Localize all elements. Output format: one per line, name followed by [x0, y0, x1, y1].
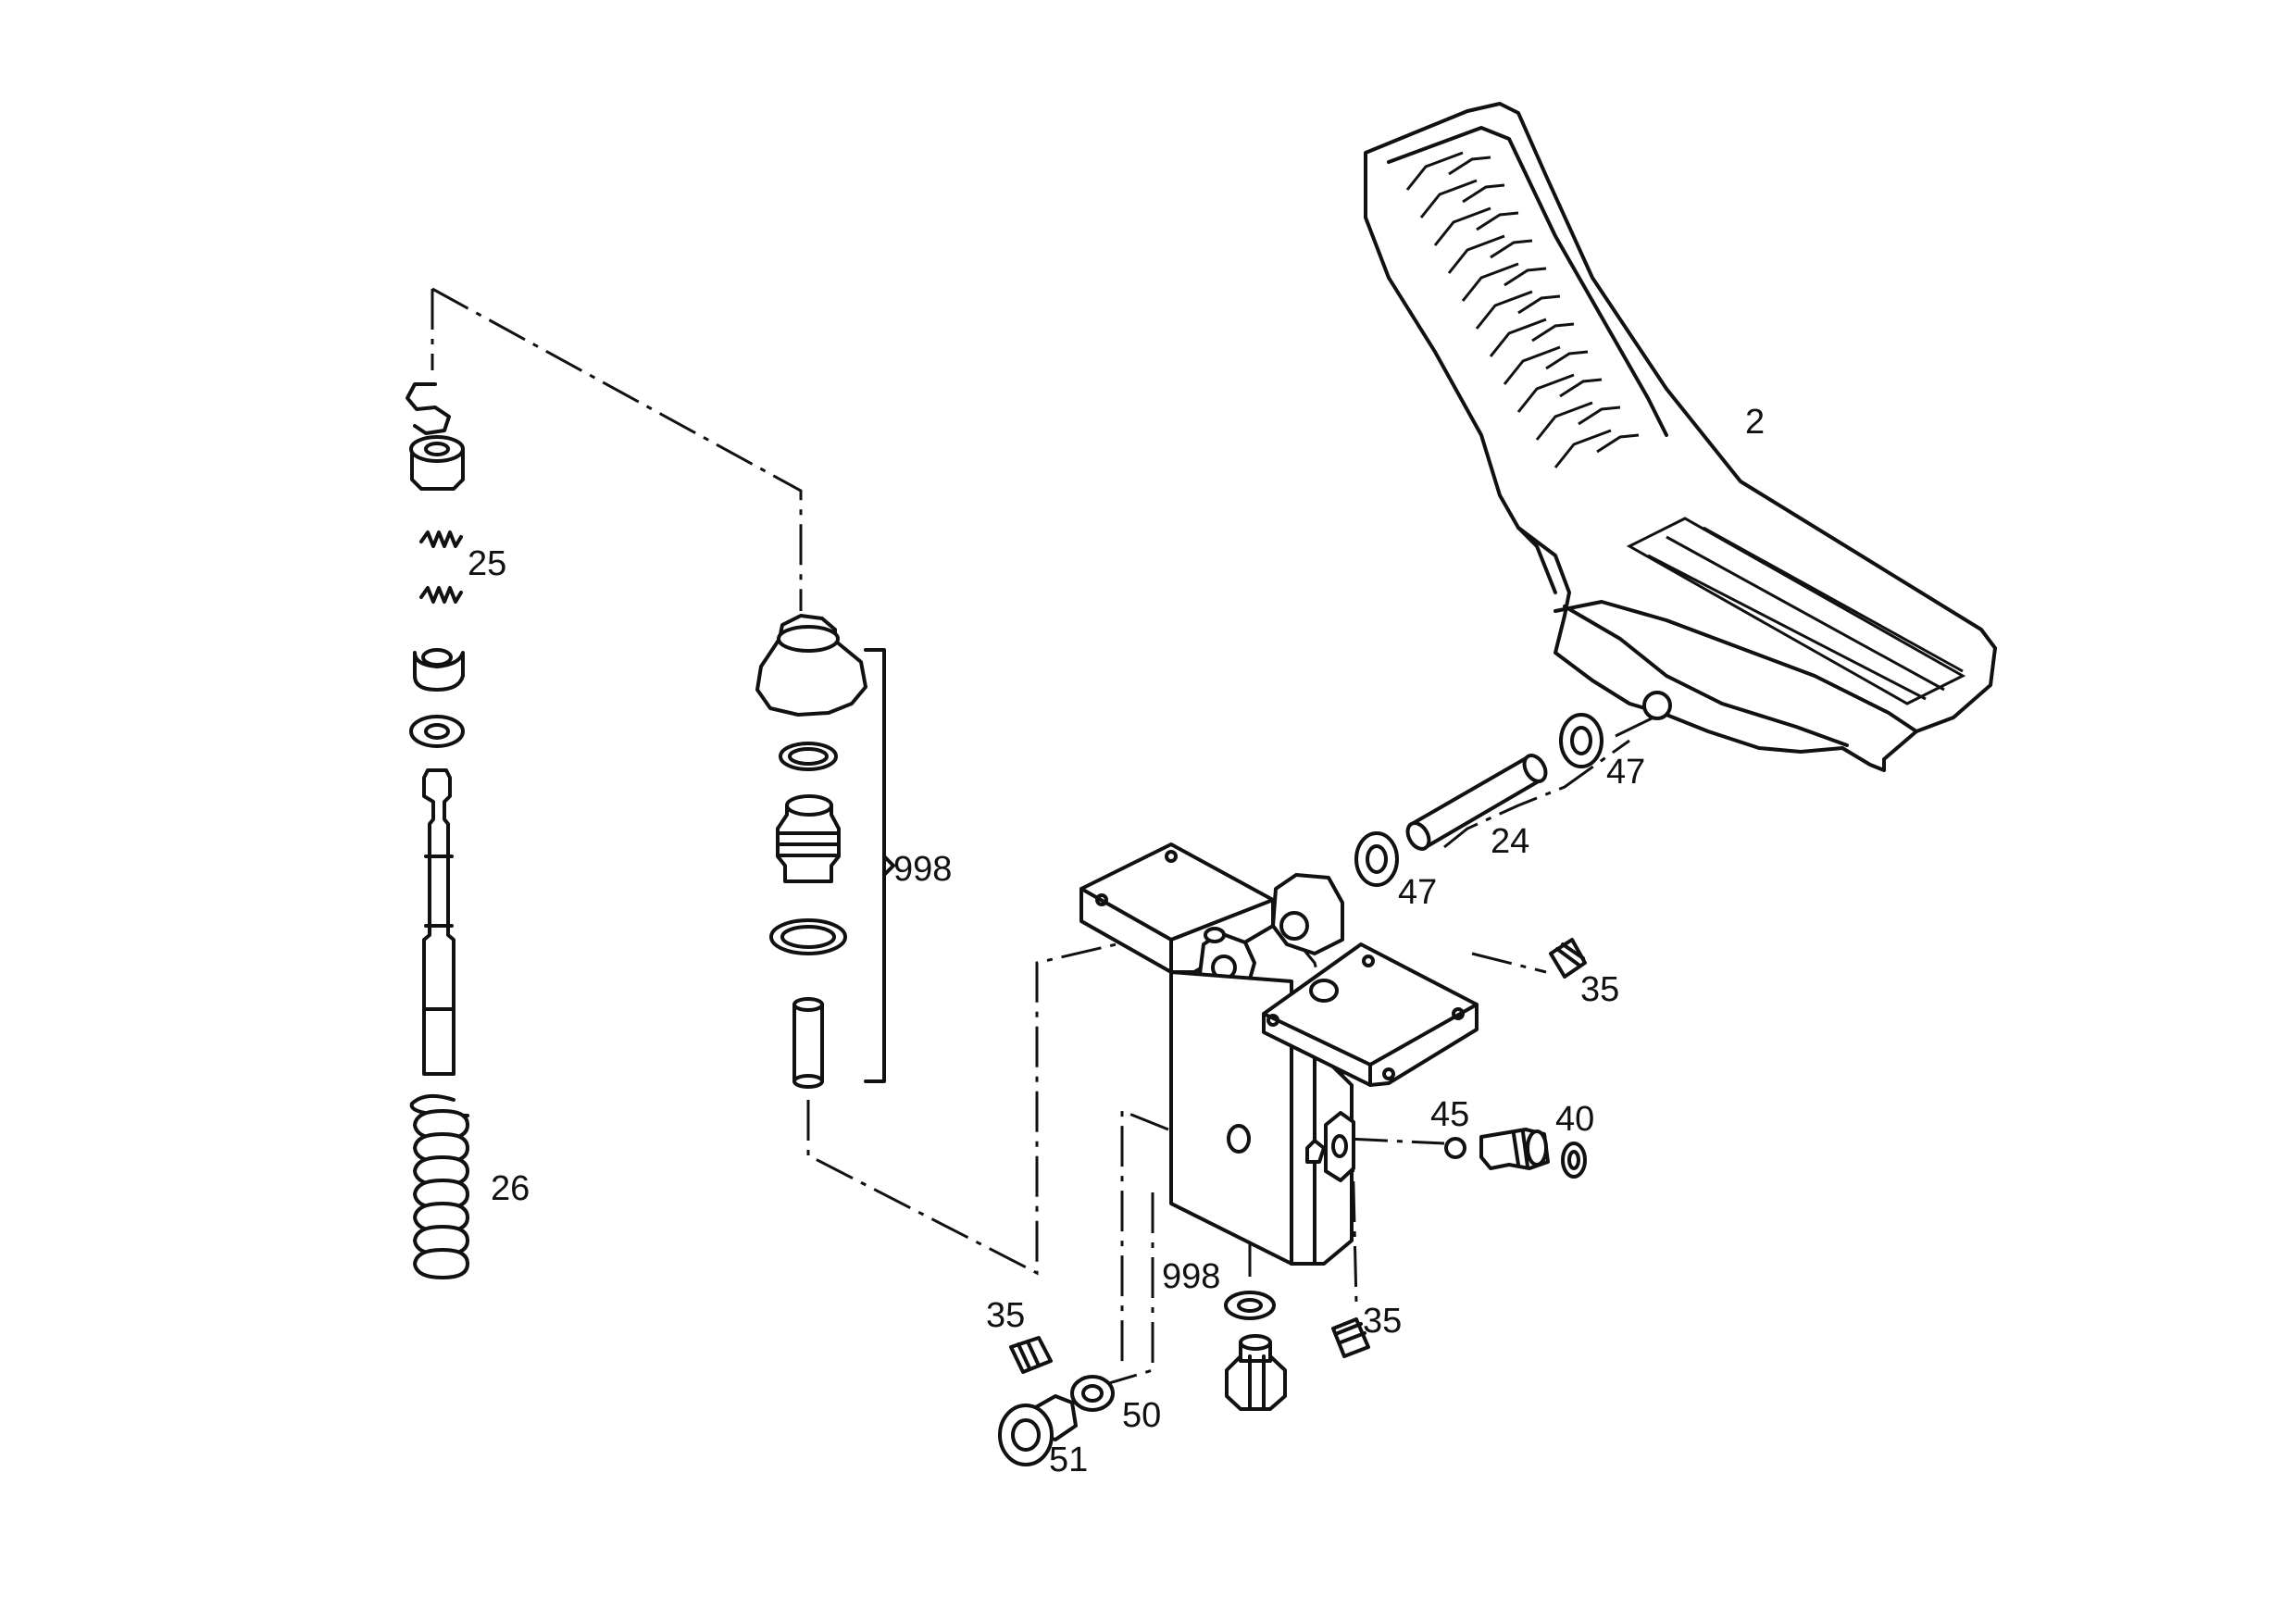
leader-line: [1120, 1108, 1169, 1368]
nut-998-lower: [1225, 1334, 1287, 1411]
ball-part-45: [1444, 1137, 1466, 1159]
leader-line: [1443, 739, 1630, 849]
callout-35-left: 35: [986, 1296, 1026, 1335]
callout-998-lower: 998: [1162, 1257, 1221, 1296]
bolt-part-40: [1479, 1128, 1550, 1170]
leader-line: [1346, 1137, 1445, 1145]
leader-line: [1471, 952, 1547, 974]
washer-part-40: [1561, 1142, 1587, 1179]
callout-35-center: 35: [1363, 1302, 1403, 1341]
leader-line: [1090, 1192, 1154, 1391]
callout-47-lower: 47: [1398, 873, 1438, 912]
callout-2: 2: [1745, 403, 1766, 442]
bolt-part-51: [998, 1394, 1078, 1466]
washer-part-998-lower: [1224, 1291, 1276, 1320]
callout-40: 40: [1555, 1100, 1595, 1139]
callout-47-upper: 47: [1606, 753, 1646, 792]
pedal-tread: [1405, 151, 1966, 705]
leader-line: [806, 922, 1204, 1276]
callout-45: 45: [1430, 1095, 1470, 1134]
leader-line: [431, 287, 803, 611]
callout-998-upper: 998: [893, 850, 953, 889]
callout-35-right: 35: [1580, 970, 1620, 1009]
callout-50: 50: [1122, 1396, 1162, 1435]
callout-51: 51: [1049, 1441, 1089, 1479]
callout-24: 24: [1491, 822, 1530, 861]
plunger-rod: [422, 768, 455, 1076]
pedal-part-2: [1364, 102, 1997, 772]
callout-26: 26: [491, 1169, 530, 1208]
seal-kit-998-upper: [755, 614, 895, 1089]
washer-part-50: [1070, 1375, 1115, 1412]
callout-25: 25: [468, 544, 507, 583]
setscrew-part-35-lower-right: [1331, 1317, 1370, 1358]
spring-kit-part-25: [406, 382, 465, 748]
pin-part-24: [1405, 754, 1548, 851]
setscrew-part-35-lower-left: [1009, 1336, 1053, 1374]
setscrew-part-35-right-top: [1549, 938, 1587, 979]
pedal-bracket: [1079, 842, 1479, 1266]
washer-part-47-upper: [1559, 713, 1603, 768]
washer-part-47-lower: [1354, 831, 1399, 887]
return-spring-part-26: [409, 1093, 469, 1279]
